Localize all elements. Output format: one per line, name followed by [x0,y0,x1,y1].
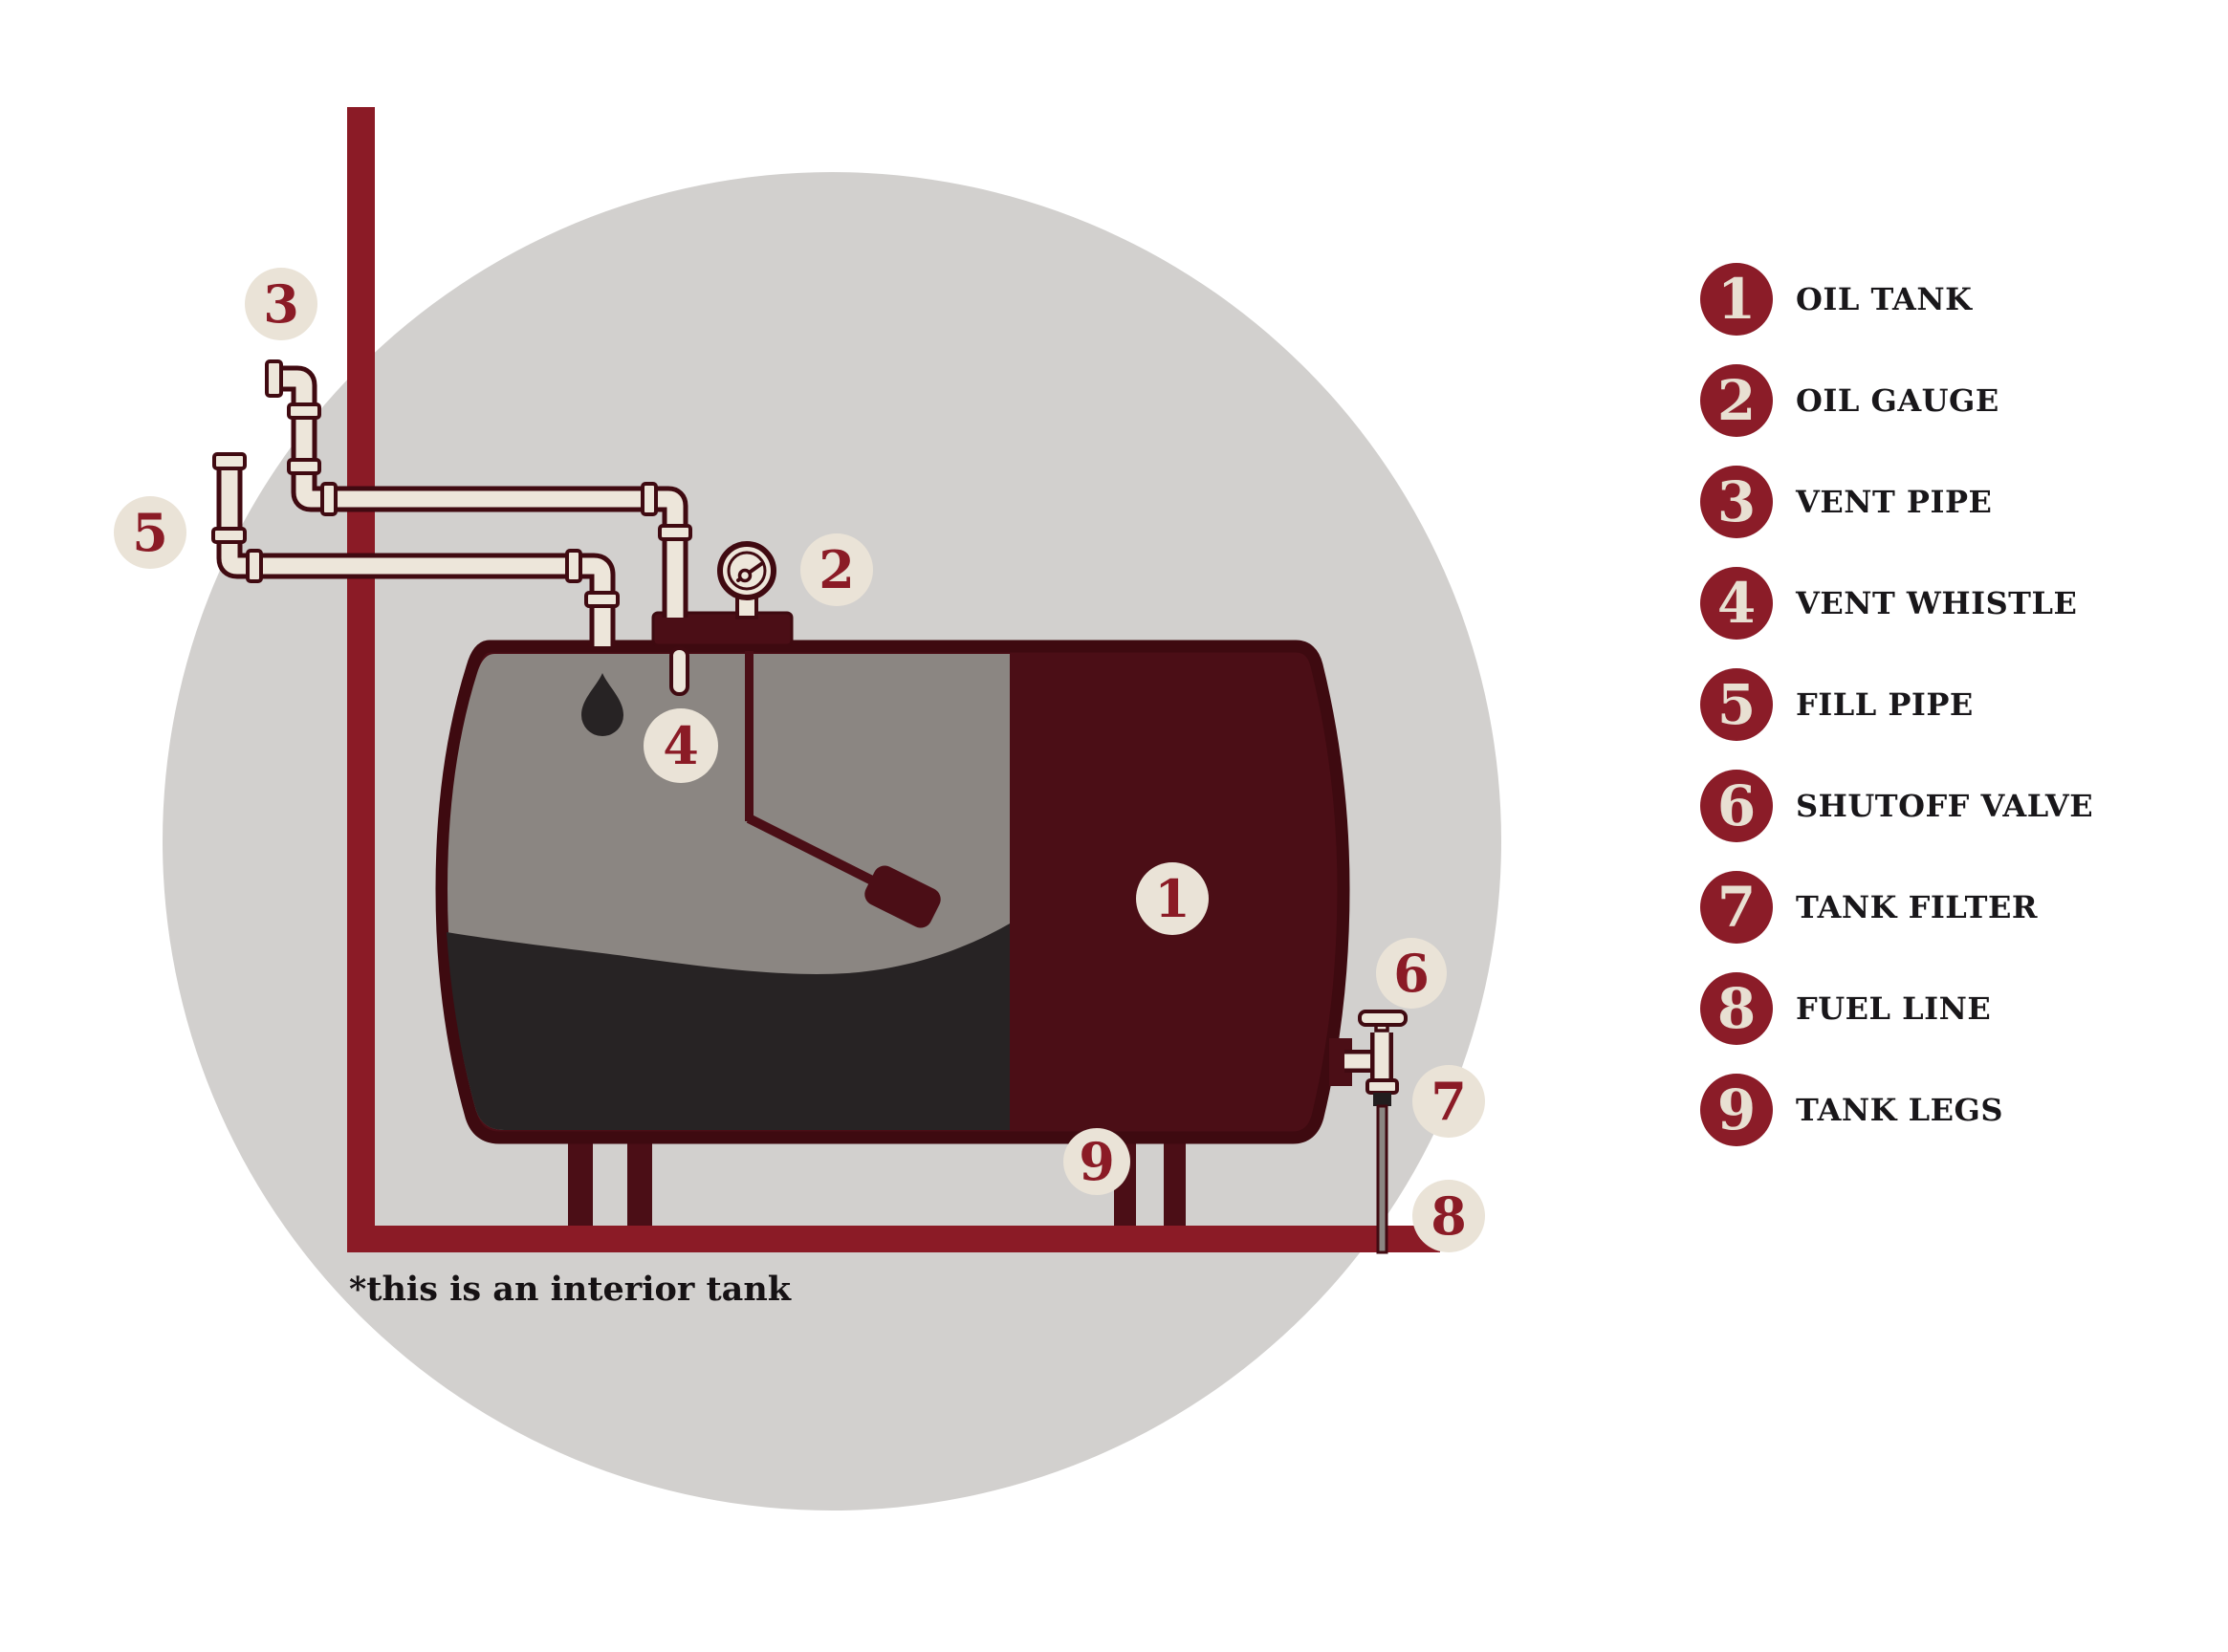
legend-number-badge: 6 [1700,770,1773,842]
legend-item-label: OIL GAUGE [1796,382,1999,419]
vent-pipe-flange [265,359,283,398]
gauge-float-rod [745,651,754,821]
legend-item-oil-gauge: 2 OIL GAUGE [1700,364,2093,437]
legend-item-fill-pipe: 5 FILL PIPE [1700,668,2093,741]
legend-item-tank-legs: 9 TANK LEGS [1700,1074,2093,1146]
callout-7: 7 [1412,1065,1485,1138]
tank-filter [1373,1093,1391,1106]
oil-drop-icon [581,673,623,736]
legend-number-badge: 7 [1700,871,1773,944]
legend-number-badge: 1 [1700,263,1773,336]
pipe-coupling [1365,1078,1399,1095]
vent-whistle [669,646,689,696]
gauge-float [864,865,941,928]
legend-item-tank-filter: 7 TANK FILTER [1700,871,2093,944]
legend-item-label: FUEL LINE [1796,990,1992,1027]
shutoff-valve-handle [1358,1010,1408,1027]
pipe-coupling [584,591,620,608]
footnote: *this is an interior tank [349,1270,792,1309]
legend-item-label: FILL PIPE [1796,686,1974,723]
gauge-float-assembly [745,651,941,928]
legend-item-label: OIL TANK [1796,281,1973,317]
callout-3: 3 [245,268,317,340]
callout-5: 5 [114,496,186,569]
pipe-coupling [246,549,263,583]
pipe-coupling [565,549,582,583]
fill-pipe-flange [212,452,247,470]
callout-8: 8 [1412,1180,1485,1252]
pipe-coupling [641,482,658,516]
legend-item-shutoff-valve: 6 SHUTOFF VALVE [1700,770,2093,842]
legend-number-badge: 4 [1700,567,1773,640]
svg-text:7: 7 [1431,1071,1467,1132]
callouts: 1 2 3 4 5 6 7 [114,268,1485,1252]
legend-number-badge: 2 [1700,364,1773,437]
callout-1: 1 [1136,862,1209,935]
legend-item-label: VENT WHISTLE [1796,585,2078,621]
legend-item-label: VENT PIPE [1796,484,1993,520]
svg-text:2: 2 [819,539,855,600]
wall-bar [347,107,375,1252]
svg-text:5: 5 [132,502,168,563]
callout-6: 6 [1376,938,1447,1009]
legend-number-badge: 9 [1700,1074,1773,1146]
callout-9: 9 [1063,1128,1130,1195]
vent-pipe [265,359,692,618]
pipe-coupling [658,524,692,541]
callout-2: 2 [800,533,873,606]
legend-item-fuel-line: 8 FUEL LINE [1700,972,2093,1045]
oil-fill [447,924,1010,1130]
legend-item-vent-pipe: 3 VENT PIPE [1700,466,2093,538]
legend: 1 OIL TANK 2 OIL GAUGE 3 VENT PIPE 4 VEN… [1700,263,2093,1146]
oil-gauge [717,541,776,620]
legend-number-badge: 5 [1700,668,1773,741]
fuel-line [1376,1104,1388,1254]
svg-text:9: 9 [1079,1131,1115,1192]
legend-item-oil-tank: 1 OIL TANK [1700,263,2093,336]
svg-text:6: 6 [1393,943,1430,1004]
legend-item-vent-whistle: 4 VENT WHISTLE [1700,567,2093,640]
legend-item-label: SHUTOFF VALVE [1796,788,2094,824]
svg-text:8: 8 [1431,1185,1467,1247]
pipe-coupling [287,458,321,475]
svg-text:3: 3 [263,273,299,335]
legend-number-badge: 3 [1700,466,1773,538]
valve-and-fuel-line [1329,1010,1408,1254]
callout-4: 4 [644,708,718,783]
oil-tank [435,611,1350,1144]
pipe-coupling [320,482,338,516]
svg-text:1: 1 [1154,868,1190,929]
legend-number-badge: 8 [1700,972,1773,1045]
tank-cap [651,611,794,647]
fill-pipe [211,452,620,646]
floor-bar [347,1226,1440,1252]
svg-text:4: 4 [663,715,699,776]
pipe-coupling [287,402,321,420]
legend-item-label: TANK LEGS [1796,1092,2003,1128]
legend-item-label: TANK FILTER [1796,889,2038,925]
pipe-coupling [211,527,247,544]
gauge-float-arm [746,814,879,887]
gauge-hub [737,568,753,583]
